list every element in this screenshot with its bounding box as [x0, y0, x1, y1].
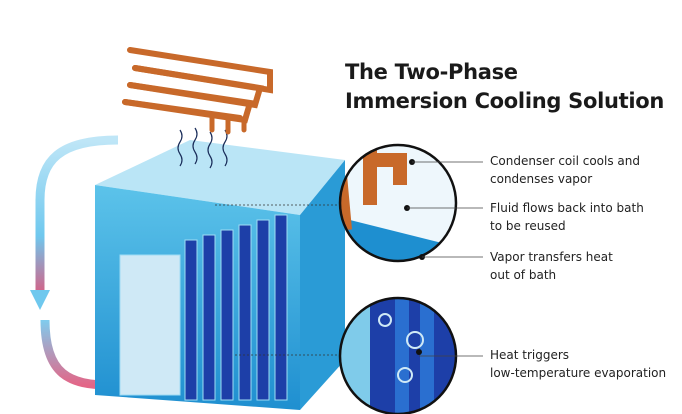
title-line-2: Immersion Cooling Solution — [345, 89, 665, 113]
callout-text: Fluid flows back into bath — [490, 201, 644, 215]
callout-text: Heat triggers — [490, 348, 570, 362]
callout-condenser: Condenser coil cools and condenses vapor — [490, 152, 640, 188]
callout-text: Vapor transfers heat — [490, 250, 613, 264]
diagram-title: The Two-Phase Immersion Cooling Solution — [345, 58, 664, 116]
title-line-1: The Two-Phase — [345, 60, 518, 84]
callout-text: condenses vapor — [490, 172, 593, 186]
callout-text: low-temperature evaporation — [490, 366, 667, 380]
detail-circle-evaporation — [338, 296, 458, 414]
callout-evaporation: Heat triggers low-temperature evaporatio… — [490, 346, 666, 382]
callout-text: Condenser coil cools and — [490, 154, 640, 168]
immersion-tank — [95, 127, 345, 410]
callout-fluid-return: Fluid flows back into bath to be reused — [490, 199, 644, 235]
callout-text: out of bath — [490, 268, 557, 282]
callout-vapor: Vapor transfers heat out of bath — [490, 248, 613, 284]
condenser-coil — [122, 47, 273, 135]
detail-circle-condenser — [338, 143, 458, 263]
callout-text: to be reused — [490, 219, 566, 233]
